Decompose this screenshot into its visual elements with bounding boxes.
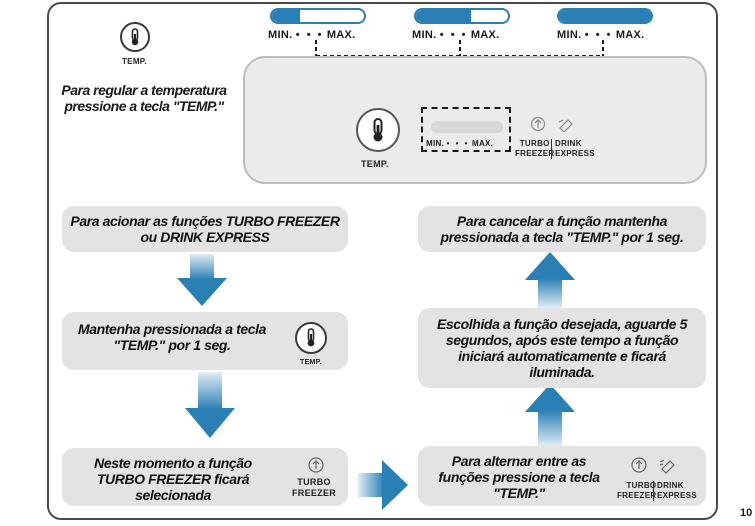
drink-express-icon (558, 119, 573, 132)
temp-intro-text: Para regular a temperatura pressione a t… (61, 82, 227, 114)
left-step-2-text: Mantenha pressionada a tecla "TEMP." por… (78, 321, 266, 353)
scale-label-3: MIN. • • • MAX. (557, 29, 645, 41)
left-step-1-box (62, 206, 348, 252)
level-bar-mid (414, 8, 510, 24)
panel-divider (551, 139, 552, 159)
thermometer-icon (307, 328, 315, 347)
thermometer-icon (131, 28, 139, 46)
turbo-freezer-icon (308, 457, 324, 473)
down-arrow-1 (177, 254, 227, 306)
panel-scale-label: MIN. • • • MAX. (426, 139, 494, 148)
panel-temp-button[interactable] (356, 108, 400, 152)
temp-intro-label: TEMP. (122, 57, 147, 66)
right-step-2-text: Escolhida a função desejada, aguarde 5 s… (436, 316, 688, 380)
left-step-1-text: Para acionar as funções TURBO FREEZER ou… (70, 213, 340, 245)
scale-label-2: MIN. • • • MAX. (412, 29, 500, 41)
right-step-3-text: Para cancelar a função mantenha pression… (440, 213, 684, 245)
down-arrow-2 (185, 372, 235, 438)
left-step-3-text: Neste momento a função TURBO FREEZER fic… (94, 455, 252, 503)
step2-temp-button-icon (295, 322, 327, 354)
level-bar-max (557, 8, 653, 24)
up-arrow-2 (525, 252, 575, 308)
right-arrow (358, 460, 408, 510)
page-number: 10 (740, 507, 753, 519)
turbo-freezer-icon (530, 116, 546, 132)
left-step-3-box (62, 448, 348, 506)
step2-temp-label: TEMP. (300, 359, 322, 366)
thermometer-icon (373, 118, 383, 142)
level-bar-min (270, 8, 366, 24)
right-divider (653, 481, 654, 501)
right-step-2-box (418, 308, 706, 388)
temp-button-icon (120, 22, 150, 52)
panel-level-highlight (421, 107, 511, 152)
turbo-freezer-icon (631, 457, 647, 473)
right-step-3-box (418, 206, 706, 252)
scale-label-1: MIN. • • • MAX. (268, 29, 356, 41)
panel-level-bar (431, 121, 503, 133)
drink-express-icon (659, 459, 675, 474)
control-panel (243, 56, 707, 184)
right-step-1-box (418, 446, 706, 506)
up-arrow-1 (525, 384, 575, 446)
diagram-frame (47, 2, 718, 520)
panel-temp-label: TEMP. (361, 159, 389, 169)
right-step-1-text: Para alternar entre as funções pressione… (438, 453, 600, 501)
